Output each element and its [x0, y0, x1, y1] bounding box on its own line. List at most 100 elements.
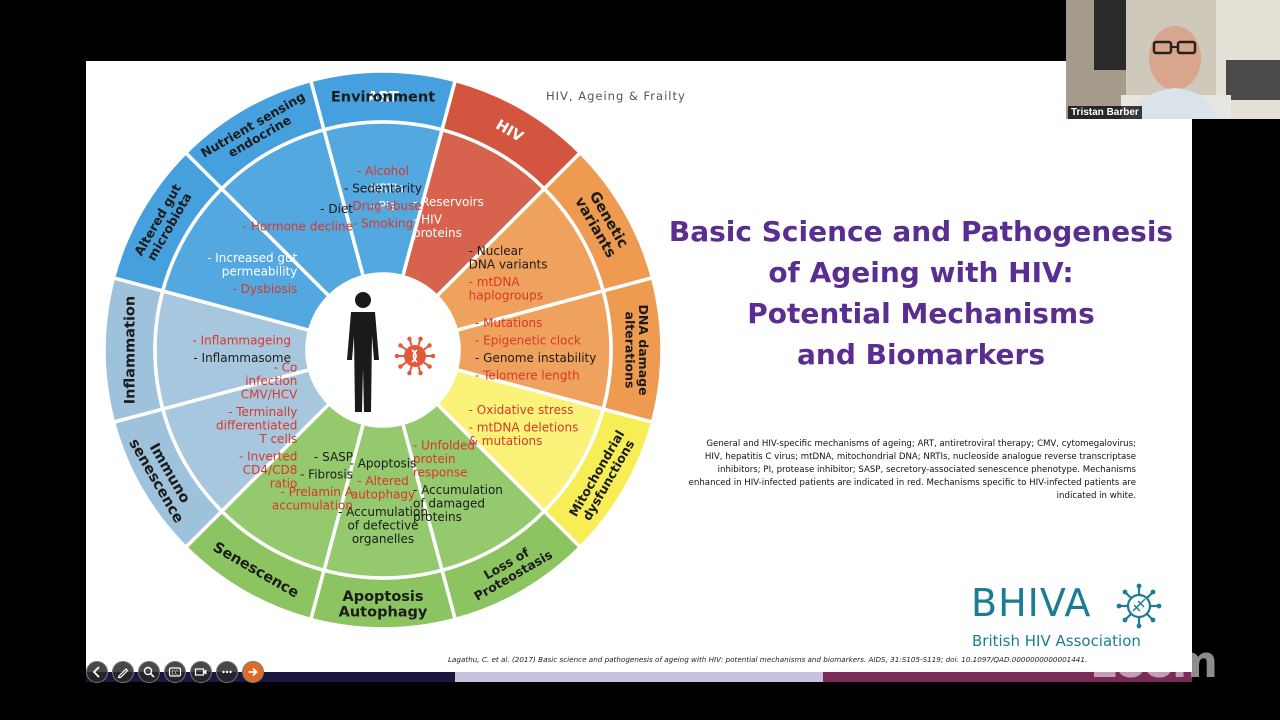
mechanism-item: of damaged: [413, 496, 485, 510]
mechanism-item: CD4/CD8: [243, 463, 298, 477]
sector-items-mito: - Oxidative stress- mtDNA deletions& mut…: [469, 403, 579, 448]
mechanism-item: - Dysbiosis: [232, 282, 297, 296]
mechanism-item: DNA variants: [469, 258, 548, 272]
mechanism-item: - Smoking: [353, 217, 413, 231]
title-line: of Ageing with HIV:: [768, 256, 1074, 289]
mechanism-item: - Apoptosis: [350, 457, 417, 471]
mechanism-item: - Co: [273, 360, 297, 374]
mechanism-item: - Prelamin A: [280, 485, 353, 499]
mechanism-item: differentiated: [216, 418, 297, 432]
sector-name-line: alterations: [622, 312, 637, 389]
mechanism-item: - Hormone decline: [243, 219, 353, 233]
mechanism-item: - mtDNA deletions: [469, 420, 579, 434]
slide-title: Basic Science and Pathogenesis of Ageing…: [666, 211, 1176, 375]
figure-caption: General and HIV-specific mechanisms of a…: [674, 438, 1136, 503]
mechanism-item: - Unfolded: [413, 438, 475, 452]
speaker-name-label: Tristan Barber: [1068, 106, 1142, 119]
mechanism-item: protein: [413, 452, 456, 466]
wheel-center: [308, 275, 458, 425]
mechanism-item: - Nuclear: [469, 244, 523, 258]
mechanism-item: - Accumulation: [338, 505, 428, 519]
mechanism-item: proteins: [413, 226, 462, 240]
more-icon[interactable]: [216, 661, 238, 683]
caption-line: indicated in white.: [1056, 491, 1136, 501]
sector-name-line: Environment: [331, 90, 435, 106]
mechanism-item: - Accumulation: [413, 483, 503, 497]
magnifier-icon[interactable]: [138, 661, 160, 683]
mechanism-item: - Mutations: [475, 316, 542, 330]
sector-name-line: DNA damage: [636, 304, 651, 395]
mechanism-item: - Drug abuse: [344, 199, 422, 213]
sector-name-env: Environment: [331, 90, 435, 106]
sector-items-env: - Alcohol - Sedentarity - Drug abuse - Smok…: [344, 164, 422, 231]
caption-line: General and HIV-specific mechanisms of a…: [706, 439, 1136, 449]
mechanism-item: - mtDNA: [469, 275, 521, 289]
sector-name-line: ART: [367, 90, 399, 106]
caption-line: HIV, hepatitis C virus; mtDNA, mitochond…: [704, 452, 1136, 462]
mechanism-item: - Altered: [357, 474, 408, 488]
mechanism-item: & mutations: [469, 434, 543, 448]
mechanism-item: - PIs: [370, 199, 395, 213]
bhiva-logo-subtitle: British HIV Association: [972, 632, 1141, 650]
mechanism-item: proteins: [413, 510, 462, 524]
sector-name-line: Inflammation: [123, 296, 139, 404]
mechanism-item: - Epigenetic clock: [475, 334, 581, 348]
next-arrow-icon[interactable]: [242, 661, 264, 683]
sector-name-line: Apoptosis: [342, 589, 423, 605]
mechanism-item: - Genome instability: [475, 351, 596, 365]
mechanism-item: - Inflammageing: [193, 334, 292, 348]
video-icon[interactable]: [190, 661, 212, 683]
progress-segment: [86, 672, 455, 682]
slide-progress-bar: [86, 672, 1193, 682]
mechanism-item: autophagy: [351, 488, 415, 502]
pen-icon[interactable]: [112, 661, 134, 683]
captions-icon[interactable]: CC: [164, 661, 186, 683]
mechanism-item: - Alcohol: [357, 164, 409, 178]
sector-name-art: ART: [367, 90, 399, 106]
mechanism-item: - SASP: [314, 450, 353, 464]
sector-name-inflam: Inflammation: [123, 296, 139, 404]
title-line: Potential Mechanisms: [747, 297, 1095, 330]
sector-items-inflam: - Inflammageing- Inflammasome: [193, 334, 292, 366]
caption-line: enhanced in HIV-infected patients are in…: [688, 478, 1136, 488]
mechanism-item: of defective: [347, 519, 418, 533]
sector-items-art: - NRTIs- PIs: [362, 182, 404, 214]
mechanism-item: ratio: [270, 476, 298, 490]
human-figure-icon: [347, 292, 379, 412]
mechanism-item: - Diet: [320, 202, 353, 216]
svg-text:CC: CC: [172, 670, 179, 676]
mechanism-item: permeability: [222, 264, 298, 278]
mechanism-item: haplogroups: [469, 289, 543, 303]
mechanism-item: - Fibrosis: [300, 467, 353, 481]
title-line: and Biomarkers: [796, 338, 1045, 371]
mechanism-item: T cells: [258, 432, 297, 446]
virus-icon: [394, 336, 436, 376]
mechanism-item: - Terminally: [228, 405, 297, 419]
presentation-toolbar: CC: [86, 660, 264, 684]
progress-segment: [454, 672, 824, 682]
progress-segment: [823, 672, 1193, 682]
mechanism-item: - Reservoirs: [413, 195, 484, 209]
zoom-watermark: zoom: [1092, 637, 1218, 688]
speaker-webcam: [1066, 0, 1280, 119]
sector-items-nutrient: - Diet - Hormone decline: [243, 202, 354, 234]
virus-logo-icon: [1116, 583, 1162, 629]
wheel-sector-env-inner: [321, 120, 445, 279]
mechanism-item: organelles: [352, 532, 414, 546]
bhiva-logo-text: BHIVA: [971, 581, 1092, 625]
mechanism-item: - Telomere length: [475, 369, 580, 383]
mechanism-item: - Increased gut: [207, 251, 298, 265]
back-arrow-icon[interactable]: [86, 661, 108, 683]
title-line: Basic Science and Pathogenesis: [668, 215, 1174, 248]
mechanism-item: - Sedentarity: [344, 182, 422, 196]
mechanism-item: - HIV: [413, 213, 443, 227]
